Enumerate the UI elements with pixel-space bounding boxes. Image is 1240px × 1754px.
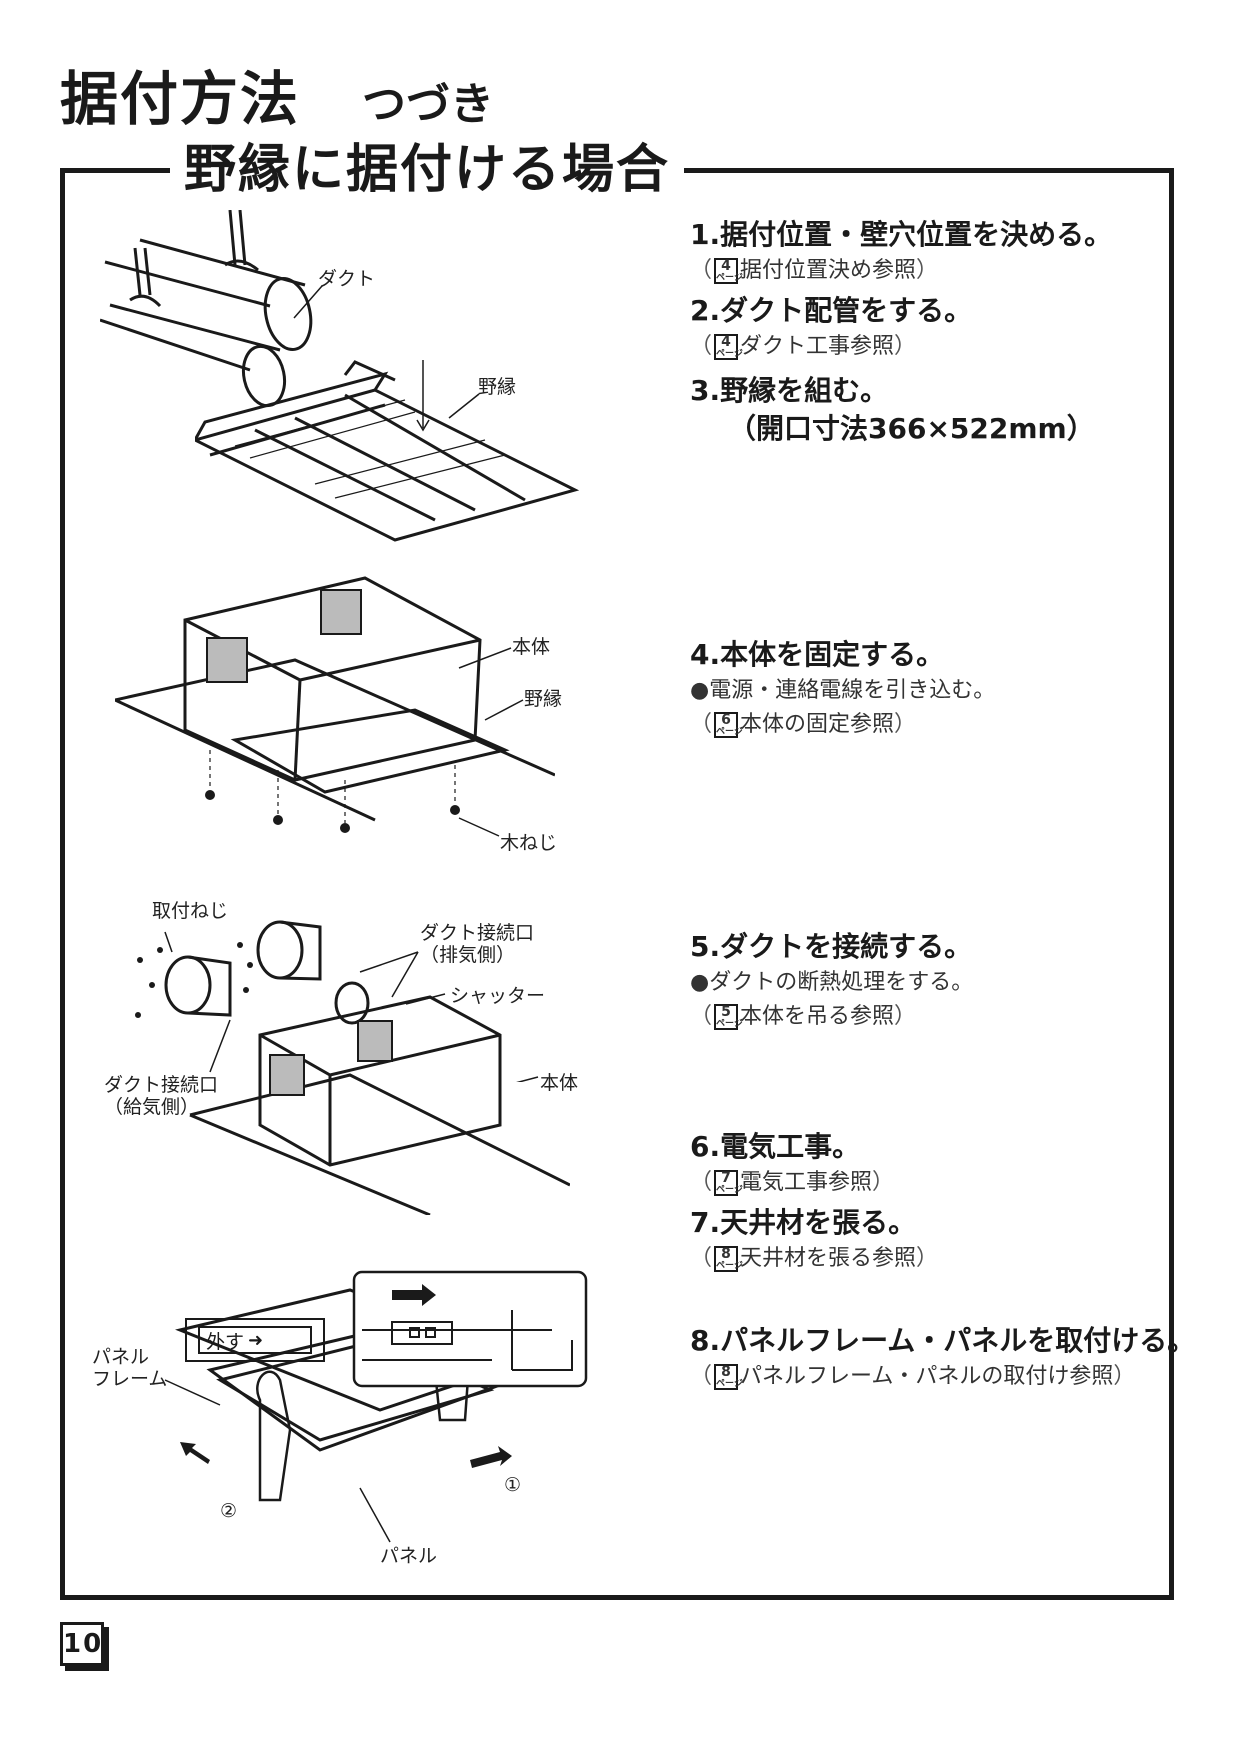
step-title: 6.電気工事。 bbox=[690, 1130, 861, 1163]
latch-detail-inset bbox=[352, 1270, 588, 1388]
page-subtitle: つづき bbox=[362, 79, 495, 130]
remove-arrow-icon: ➜ bbox=[248, 1329, 264, 1351]
duct-connection-illustration bbox=[135, 920, 570, 1215]
shutter-label: シャッター bbox=[450, 985, 546, 1007]
body-leaders bbox=[458, 647, 524, 837]
step-subtitle: （開口寸法366×522mm） bbox=[728, 412, 1095, 445]
page-title: 据付方法 bbox=[60, 65, 301, 133]
duct-port-supply-label: ダクト接続口 （給気側） bbox=[104, 1074, 218, 1118]
body-fixing-illustration bbox=[115, 576, 555, 833]
panel-frame-line1: パネル bbox=[92, 1346, 150, 1368]
step-title: 1.据付位置・壁穴位置を決める。 bbox=[690, 218, 1113, 251]
panel-label: パネル bbox=[380, 1545, 438, 1567]
remove-label: 外す bbox=[206, 1330, 245, 1353]
step-note: ●ダクトの断熱処理をする。 bbox=[690, 970, 974, 995]
section-heading: 野縁に据付ける場合 bbox=[170, 138, 685, 202]
page-number: 10 bbox=[60, 1622, 104, 1666]
remove-callout-box bbox=[185, 1318, 325, 1362]
panel-frame-label: パネル フレーム bbox=[92, 1346, 167, 1390]
duct-port-exhaust-label: ダクト接続口 （排気側） bbox=[420, 922, 534, 966]
step-title: 5.ダクトを接続する。 bbox=[690, 930, 973, 963]
step-circle-1: ① bbox=[504, 1474, 522, 1496]
step-title: 4.本体を固定する。 bbox=[690, 638, 945, 671]
step-title: 7.天井材を張る。 bbox=[690, 1206, 917, 1239]
wood-screw-label: 木ねじ bbox=[500, 832, 558, 854]
duct-port-exhaust-line2: （排気側） bbox=[420, 944, 516, 966]
panel-frame-line2: フレーム bbox=[92, 1368, 168, 1390]
panel-leaders bbox=[164, 1379, 391, 1543]
duct-connection-leaders bbox=[164, 931, 539, 1082]
step-title: 3.野縁を組む。 bbox=[690, 374, 889, 407]
duct-leader-line bbox=[293, 285, 323, 319]
page-header: 据付方法 つづき bbox=[60, 52, 494, 136]
step-title: 8.パネルフレーム・パネルを取付ける。 bbox=[690, 1324, 1196, 1357]
body-label-2: 本体 bbox=[540, 1072, 579, 1094]
step-title: 2.ダクト配管をする。 bbox=[690, 294, 973, 327]
duct-port-supply-line2: （給気側） bbox=[104, 1096, 200, 1118]
mount-screw-label: 取付ねじ bbox=[152, 900, 229, 922]
joist-frame-illustration bbox=[195, 360, 580, 542]
step-3: 3.野縁を組む。 （開口寸法366×522mm） bbox=[690, 372, 1095, 448]
duct-pipes-illustration bbox=[100, 210, 313, 408]
step-circle-2: ② bbox=[220, 1500, 238, 1522]
remove-callout-inner: 外す ➜ bbox=[198, 1326, 312, 1354]
nobuchi-label-2: 野縁 bbox=[524, 688, 563, 710]
nobuchi-leader-1 bbox=[448, 393, 480, 419]
body-label-1: 本体 bbox=[512, 636, 551, 658]
nobuchi-label-1: 野縁 bbox=[478, 376, 517, 398]
duct-port-exhaust-line1: ダクト接続口 bbox=[420, 922, 535, 944]
duct-port-supply-line1: ダクト接続口 bbox=[104, 1074, 219, 1096]
step-note: ●電源・連絡電線を引き込む。 bbox=[690, 678, 996, 703]
duct-label: ダクト bbox=[318, 268, 376, 290]
